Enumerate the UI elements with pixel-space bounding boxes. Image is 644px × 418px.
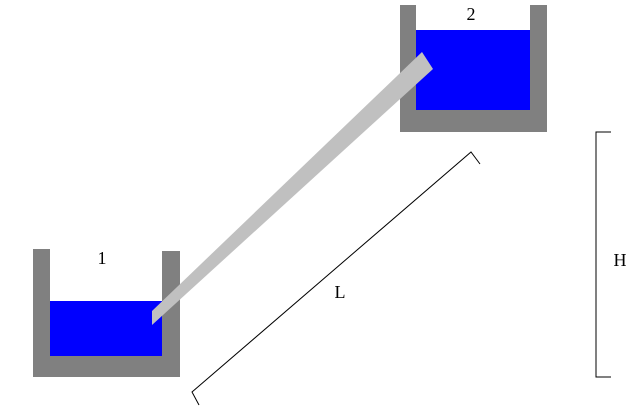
length-dimension: L <box>191 151 481 406</box>
reservoir-1-container <box>33 249 180 377</box>
reservoir-2-label: 2 <box>467 4 476 24</box>
connecting-pipe <box>152 52 433 325</box>
reservoir-2-container <box>400 5 547 132</box>
reservoir-2-water <box>416 30 530 110</box>
height-label: H <box>614 250 627 270</box>
height-dimension-line <box>595 131 611 378</box>
reservoir-1-label: 1 <box>98 248 107 268</box>
length-dimension-line <box>191 151 481 406</box>
reservoir-1-water <box>50 301 162 356</box>
height-dimension: H <box>595 131 627 378</box>
reservoir-2: 2 <box>400 4 547 132</box>
reservoir-1: 1 <box>33 248 180 377</box>
length-label: L <box>335 282 346 302</box>
